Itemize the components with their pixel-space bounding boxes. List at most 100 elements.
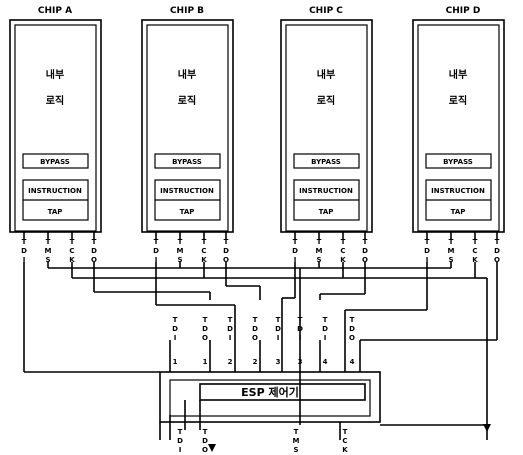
chip-outer-box xyxy=(412,19,505,233)
port-drops xyxy=(169,298,346,372)
svg-text:D: D xyxy=(322,325,328,333)
svg-text:D: D xyxy=(292,247,298,255)
svg-text:T: T xyxy=(178,428,183,436)
pin-tms: T M S xyxy=(448,238,455,264)
pin-tdo: T D O xyxy=(223,238,229,264)
svg-text:T: T xyxy=(203,316,208,324)
instruction-label: INSTRUCTION xyxy=(431,187,485,195)
logic-label-2: 로직 xyxy=(317,94,335,107)
svg-text:D: D xyxy=(275,325,281,333)
svg-text:K: K xyxy=(340,256,346,264)
svg-text:T: T xyxy=(323,316,328,324)
pin-tdo: T D O xyxy=(494,238,500,264)
tck-arrow xyxy=(483,424,491,432)
chip-pins: T D I T M S T C K T D O xyxy=(153,238,229,264)
pin-tms: T M S xyxy=(45,238,52,264)
svg-text:O: O xyxy=(252,334,258,342)
bypass-label: BYPASS xyxy=(40,158,70,166)
chip-outer-box xyxy=(9,19,102,233)
svg-text:T: T xyxy=(298,316,303,324)
svg-text:I: I xyxy=(179,446,182,454)
pin-tck: T C K xyxy=(201,238,207,264)
svg-text:T: T xyxy=(343,428,348,436)
tdo-arrow xyxy=(208,444,216,452)
chip-a: CHIP A 내부 로직 BYPASS INSTRUCTION TAP T D … xyxy=(9,6,102,264)
svg-text:3: 3 xyxy=(276,358,281,366)
svg-text:C: C xyxy=(342,437,347,445)
svg-text:T: T xyxy=(224,238,229,246)
logic-label-1: 내부 xyxy=(449,68,467,81)
svg-text:2: 2 xyxy=(228,358,233,366)
instruction-label: INSTRUCTION xyxy=(160,187,214,195)
svg-text:I: I xyxy=(277,334,280,342)
svg-text:D: D xyxy=(297,325,303,333)
logic-label-2: 로직 xyxy=(449,94,467,107)
svg-text:D: D xyxy=(362,247,368,255)
logic-label-1: 내부 xyxy=(317,68,335,81)
svg-text:K: K xyxy=(201,256,207,264)
chip-inner-box xyxy=(417,24,500,232)
pin-tdi: T D I xyxy=(292,238,298,264)
tap-label: TAP xyxy=(319,208,334,216)
svg-text:T: T xyxy=(228,316,233,324)
tap-label: TAP xyxy=(48,208,63,216)
svg-text:M: M xyxy=(448,247,455,255)
svg-text:T: T xyxy=(70,238,75,246)
svg-text:2: 2 xyxy=(253,358,258,366)
svg-text:T: T xyxy=(449,238,454,246)
bypass-label: BYPASS xyxy=(311,158,341,166)
svg-text:S: S xyxy=(293,446,298,454)
esp-controller: ESP 제어기 xyxy=(159,371,381,440)
svg-text:S: S xyxy=(448,256,453,264)
svg-text:O: O xyxy=(91,256,97,264)
tap-label: TAP xyxy=(180,208,195,216)
bottom-pin-tdo: T D O xyxy=(202,428,208,454)
esp-bottom-pins: T D I T D O T M S T C K xyxy=(177,428,348,454)
bypass-register xyxy=(425,153,492,169)
chip-pins: T D I T M S T C K T D O xyxy=(292,238,368,264)
svg-text:M: M xyxy=(177,247,184,255)
bypass-register xyxy=(22,153,89,169)
bypass-register xyxy=(154,153,221,169)
svg-text:S: S xyxy=(316,256,321,264)
svg-text:T: T xyxy=(317,238,322,246)
svg-text:D: D xyxy=(223,247,229,255)
logic-label-2: 로직 xyxy=(178,94,196,107)
logic-label-1: 내부 xyxy=(178,68,196,81)
bottom-pin-tck: T C K xyxy=(342,428,348,454)
svg-text:T: T xyxy=(92,238,97,246)
chip-inner-box xyxy=(285,24,368,232)
pin-tck: T C K xyxy=(340,238,346,264)
pin-tdo: T D O xyxy=(91,238,97,264)
instruction-label: INSTRUCTION xyxy=(299,187,353,195)
esp-controller-middle xyxy=(169,379,371,417)
svg-text:I: I xyxy=(299,334,302,342)
svg-text:D: D xyxy=(153,247,159,255)
svg-text:D: D xyxy=(172,325,178,333)
svg-text:T: T xyxy=(154,238,159,246)
pin-tdi: T D I xyxy=(424,238,430,264)
chip-outer-box xyxy=(141,19,234,233)
chip-b: CHIP B 내부 로직 BYPASS INSTRUCTION TAP T D … xyxy=(141,6,234,264)
svg-text:T: T xyxy=(473,238,478,246)
svg-text:D: D xyxy=(202,437,208,445)
svg-text:I: I xyxy=(23,256,26,264)
svg-text:S: S xyxy=(45,256,50,264)
chip-inner-box xyxy=(146,24,229,232)
svg-text:4: 4 xyxy=(350,358,355,366)
svg-text:C: C xyxy=(69,247,74,255)
svg-text:I: I xyxy=(155,256,158,264)
svg-text:C: C xyxy=(340,247,345,255)
svg-text:O: O xyxy=(202,334,208,342)
svg-text:T: T xyxy=(363,238,368,246)
svg-text:M: M xyxy=(316,247,323,255)
logic-label-1: 내부 xyxy=(46,68,64,81)
chip-inner-box xyxy=(14,24,97,232)
chip-title: CHIP B xyxy=(170,6,204,16)
bottom-pin-tms: T M S xyxy=(293,428,300,454)
svg-text:S: S xyxy=(177,256,182,264)
pin-tdi: T D I xyxy=(153,238,159,264)
svg-text:M: M xyxy=(45,247,52,255)
svg-text:I: I xyxy=(426,256,429,264)
svg-text:D: D xyxy=(349,325,355,333)
